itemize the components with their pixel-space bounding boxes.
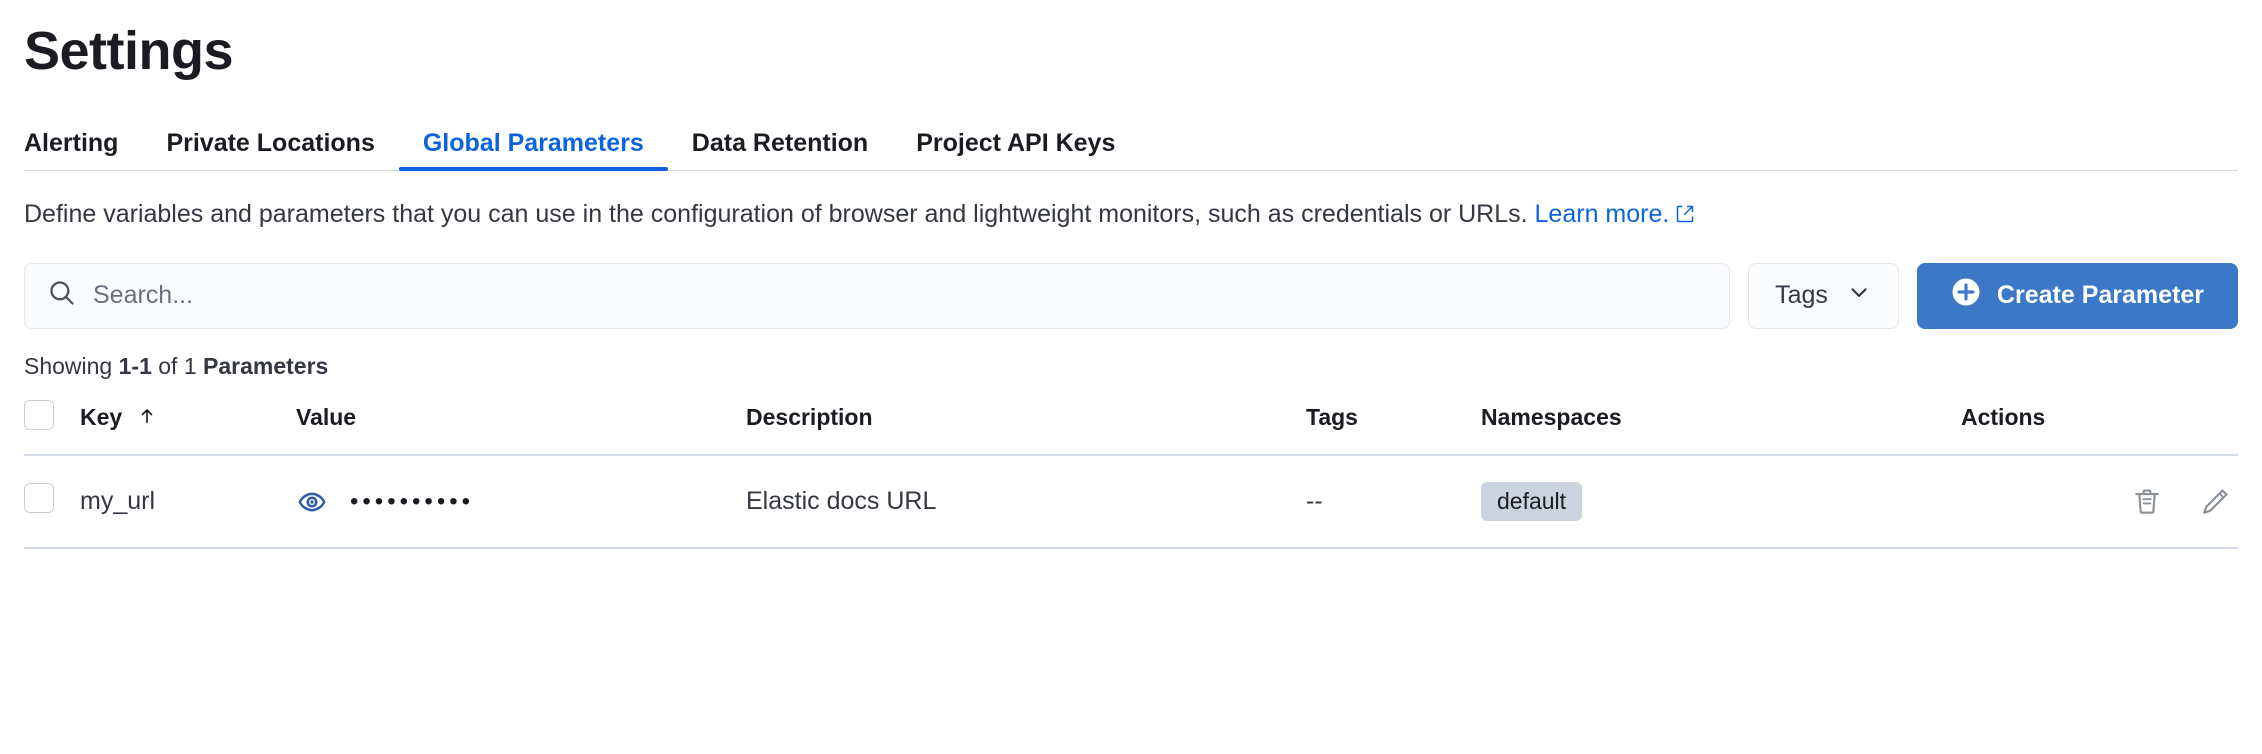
description-body: Define variables and parameters that you… [24,200,1528,229]
row-select-cell [24,454,80,550]
column-header-key[interactable]: Key [80,399,296,456]
column-header-tags-label: Tags [1306,404,1358,431]
learn-more-label: Learn more. [1534,200,1670,229]
column-header-actions: Actions [1961,399,2238,456]
row-tags-value: -- [1306,487,1323,516]
column-header-description: Description [746,399,1306,456]
external-link-icon [1675,199,1695,235]
row-checkbox[interactable] [24,483,54,514]
results-middle: of 1 [158,352,197,379]
tab-data-retention[interactable]: Data Retention [668,131,892,170]
tags-filter-button[interactable]: Tags [1748,262,1899,329]
tab-private-locations[interactable]: Private Locations [142,131,398,170]
table-row[interactable]: my_url •••••••••• [24,454,2238,550]
results-count: Showing 1-1 of 1 Parameters [24,352,2238,379]
results-prefix: Showing [24,352,113,379]
row-tags-cell: -- [1306,454,1481,550]
tab-label: Global Parameters [422,129,644,158]
create-parameter-button[interactable]: Create Parameter [1916,262,2238,329]
tab-label: Data Retention [691,129,869,158]
column-header-value: Value [296,399,746,456]
select-all-header [24,399,80,456]
tab-label: Project API Keys [916,129,1116,158]
create-parameter-label: Create Parameter [1996,281,2204,310]
page-title: Settings [24,21,234,81]
tab-label: Alerting [24,129,119,158]
column-header-description-label: Description [746,404,873,431]
chevron-down-icon [1846,279,1872,312]
row-key-value: my_url [80,487,156,516]
column-header-key-label: Key [80,403,123,430]
results-range: 1-1 [118,352,152,379]
parameters-table: Key Value Description Tags [24,399,2238,550]
row-key-cell: my_url [80,454,296,550]
controls-row: Search... Tags Create Parameter [24,262,2238,329]
namespace-badge: default [1481,481,1583,522]
table-body: my_url •••••••••• [24,454,2238,550]
description-text: Define variables and parameters that you… [24,197,2238,235]
arrow-up-icon [137,405,157,432]
row-description-value: Elastic docs URL [746,487,937,516]
tags-filter-label: Tags [1775,281,1828,310]
tab-label: Private Locations [166,129,375,158]
row-actions-cell [1961,454,2238,550]
plus-circle-icon [1951,277,1981,314]
row-value-cell: •••••••••• [296,454,746,550]
results-noun: Parameters [203,352,329,379]
eye-icon[interactable] [296,486,328,518]
tab-alerting[interactable]: Alerting [24,131,142,170]
search-icon [47,278,77,313]
tab-global-parameters[interactable]: Global Parameters [398,129,668,172]
row-description-cell: Elastic docs URL [746,454,1306,550]
select-all-checkbox[interactable] [24,399,54,430]
column-header-namespaces-label: Namespaces [1481,404,1622,431]
learn-more-link[interactable]: Learn more. [1535,200,1670,228]
row-value-masked: •••••••••• [350,487,475,515]
pencil-icon[interactable] [2198,485,2232,519]
column-header-namespaces: Namespaces [1481,399,1961,456]
tab-bar: Alerting Private Locations Global Parame… [24,119,2238,172]
row-namespaces-cell: default [1481,454,1961,550]
column-header-tags: Tags [1306,399,1481,456]
table-header-row: Key Value Description Tags [24,399,2238,456]
trash-icon[interactable] [2130,485,2164,519]
search-placeholder: Search... [93,281,194,310]
search-input[interactable]: Search... [24,262,1731,329]
tab-project-api-keys[interactable]: Project API Keys [892,131,1139,170]
column-header-value-label: Value [296,404,357,431]
table-header: Key Value Description Tags [24,399,2238,456]
column-header-actions-label: Actions [1961,404,2046,431]
